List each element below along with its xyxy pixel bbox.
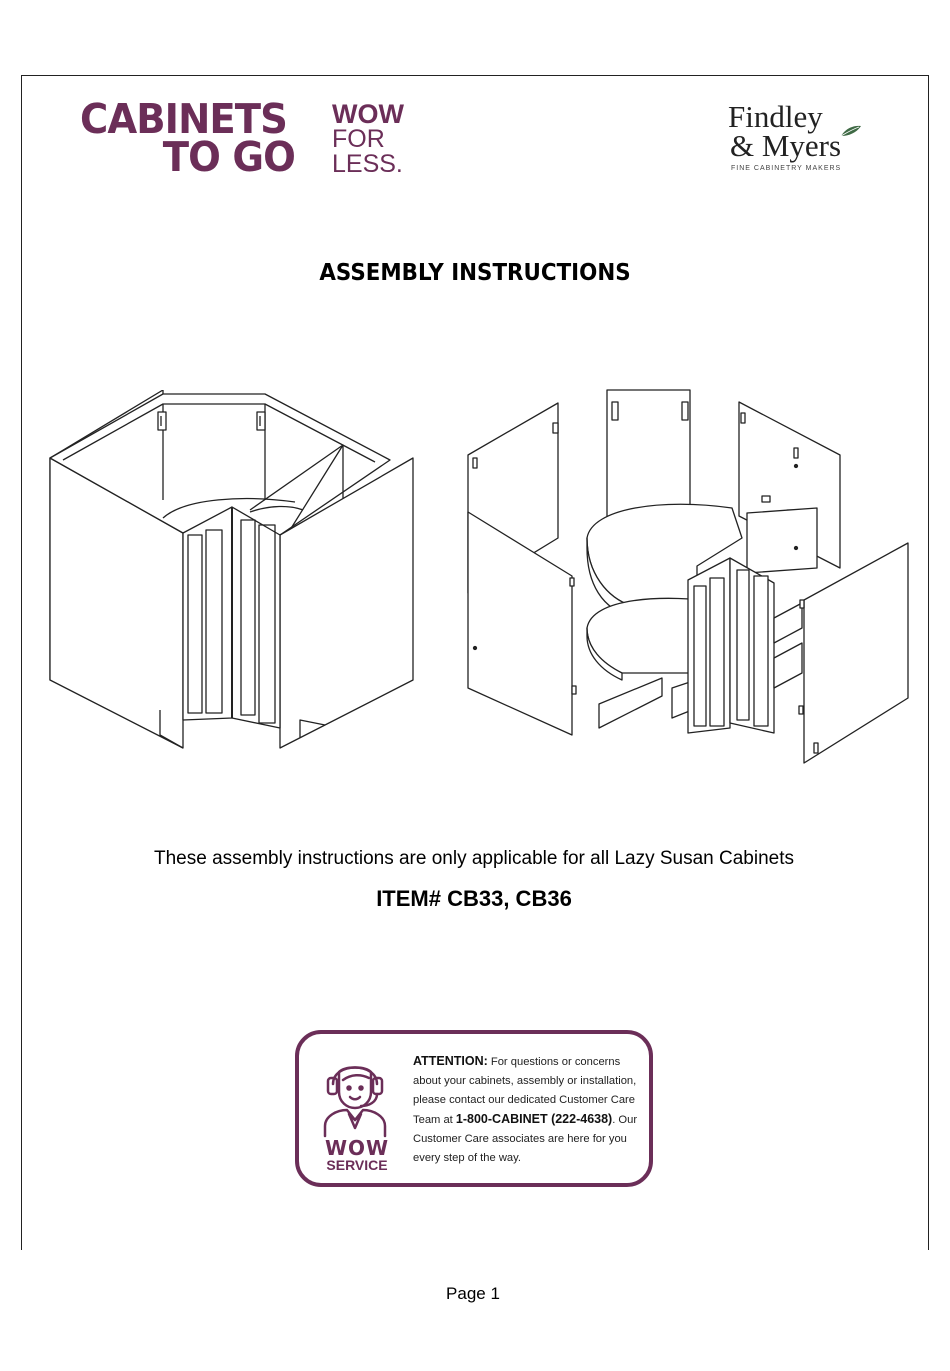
ctg-logo-line1: CABINETS [80, 95, 288, 143]
cabinets-to-go-logo: CABINETS TO GO WOW FOR LESS. [80, 95, 410, 190]
wow-service-badge: WOW SERVICE [321, 1138, 393, 1173]
fm-logo-line1: Findley [728, 99, 823, 134]
attention-text-part2: . Our Customer Care associates are here … [413, 1114, 638, 1164]
page-border-right [928, 75, 929, 1250]
leaf-icon [840, 125, 861, 137]
attention-text-part1: For questions or concerns about your cab… [413, 1056, 637, 1126]
ctg-tag-for: FOR [332, 125, 385, 153]
fm-tagline: FINE CABINETRY MAKERS [731, 165, 842, 172]
ctg-tag-less: LESS. [332, 150, 403, 178]
headset-agent-icon [323, 1066, 387, 1138]
ctg-logo-line2: TO GO [162, 133, 296, 181]
page-number: Page 1 [446, 1284, 500, 1303]
page-border-top [21, 75, 929, 76]
document-title: ASSEMBLY INSTRUCTIONS [319, 260, 631, 286]
customer-care-notice: WOW SERVICE ATTENTION: For questions or … [295, 1030, 653, 1187]
item-number: ITEM# CB33, CB36 [376, 886, 572, 911]
assembled-cabinet-illustration [49, 390, 414, 749]
page-border-left [21, 75, 22, 1250]
exploded-cabinet-illustration [467, 389, 909, 764]
attention-lead: ATTENTION: [413, 1054, 488, 1068]
wow-badge-line2: SERVICE [326, 1157, 388, 1173]
ctg-tagline: WOW FOR LESS. [332, 99, 404, 178]
ctg-tag-wow: WOW [332, 99, 404, 129]
wow-badge-line1: WOW [324, 1136, 390, 1160]
fm-logo-line2: & Myers [730, 128, 842, 163]
findley-myers-logo: Findley & Myers FINE CABINETRY MAKERS [728, 99, 868, 174]
applicability-note: These assembly instructions are only app… [154, 848, 794, 869]
attention-message: ATTENTION: For questions or concerns abo… [413, 1052, 645, 1168]
customer-care-phone: 1-800-CABINET (222-4638) [455, 1112, 613, 1126]
